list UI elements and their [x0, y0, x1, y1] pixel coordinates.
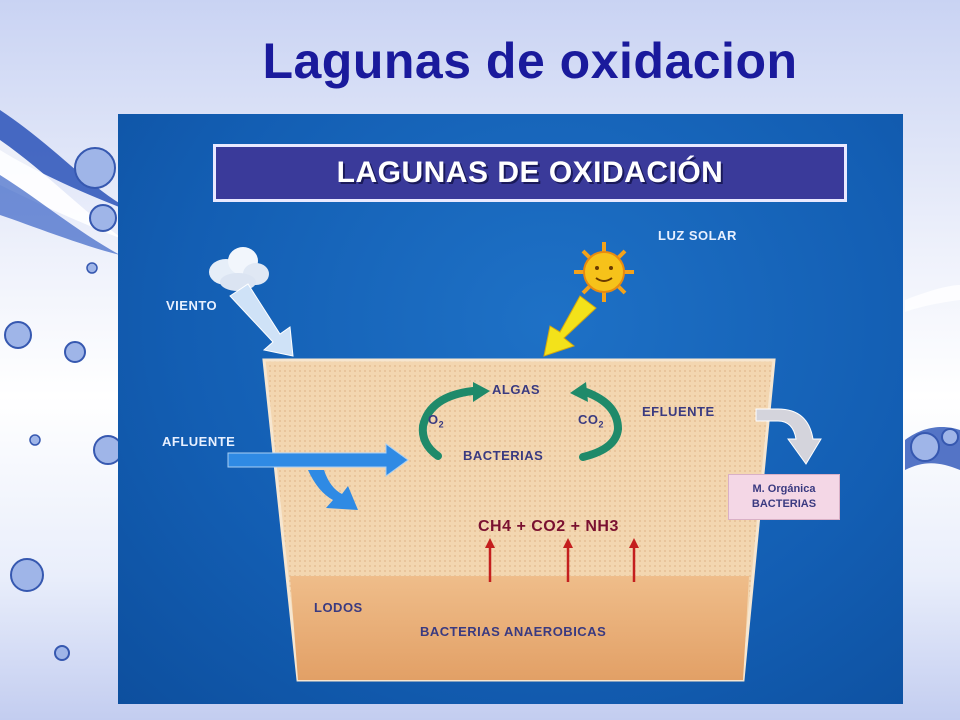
effluent-label: EFLUENTE — [642, 404, 715, 419]
cloud-icon — [209, 247, 269, 291]
inflow-arrow-icon — [227, 443, 409, 510]
gas-arrows — [488, 546, 636, 582]
sludge-label: LODOS — [314, 600, 363, 615]
wind-arrow-icon — [229, 283, 294, 357]
cycle-arrows — [418, 387, 623, 461]
organic-matter-box: M. Orgánica BACTERIAS — [728, 474, 840, 520]
anaerobic-bacteria-label: BACTERIAS ANAEROBICAS — [420, 624, 607, 639]
outflow-arrow-icon — [755, 408, 822, 465]
pond — [262, 358, 776, 682]
organic-matter-label: M. Orgánica — [752, 483, 816, 495]
cycle-arrow-head-right — [570, 382, 588, 402]
carbon-dioxide-label: CO2 — [578, 412, 605, 430]
organic-bacteria-label: BACTERIAS — [751, 498, 817, 510]
oxidation-pond-diagram: LAGUNAS DE OXIDACIÓN — [118, 114, 903, 704]
inflow-label: AFLUENTE — [162, 434, 236, 449]
bacteria-label: BACTERIAS — [463, 448, 544, 463]
slide-title: Lagunas de oxidacion — [262, 33, 798, 89]
oxygen-label: O2 — [428, 412, 445, 430]
diagram-graphics — [209, 242, 822, 682]
sun-arrow-icon — [543, 295, 597, 357]
diagram-header: LAGUNAS DE OXIDACIÓN — [213, 144, 847, 202]
wind-label: VIENTO — [166, 298, 218, 313]
gases-label: CH4 + CO2 + NH3 — [478, 518, 619, 535]
diagram-header-text: LAGUNAS DE OXIDACIÓN — [336, 156, 724, 189]
cycle-arrow-head-left — [473, 382, 490, 402]
sun-icon — [574, 242, 634, 302]
algae-label: ALGAS — [492, 382, 540, 397]
light-label: LUZ SOLAR — [658, 228, 737, 243]
